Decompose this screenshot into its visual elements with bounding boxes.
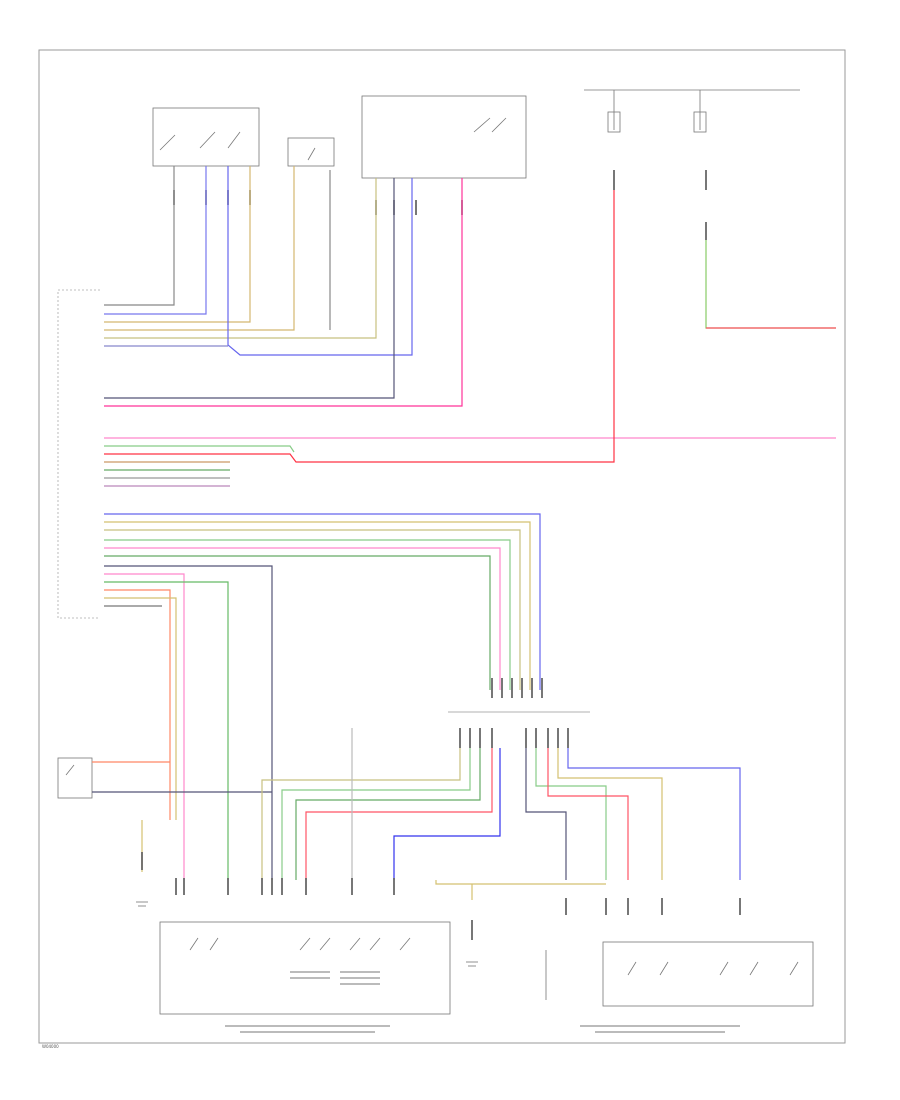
left-lock-actuator <box>159 921 451 1015</box>
wires-lower <box>141 728 741 900</box>
fuse-connectors <box>613 170 707 240</box>
wires-top <box>104 166 836 487</box>
figure-code: W04000 <box>42 1044 59 1049</box>
lower-connectors <box>141 852 741 940</box>
right-lock-actuator <box>545 941 814 1007</box>
door-ajar-wires <box>92 761 272 793</box>
top-left-switch-component <box>152 107 260 167</box>
central-locking-switch <box>287 137 335 167</box>
ground-symbols <box>136 901 478 967</box>
left-control-module-outline <box>57 289 100 619</box>
top-left-connectors <box>173 190 251 205</box>
left-actuator-labels <box>225 971 390 1033</box>
right-actuator-labels <box>580 1025 740 1033</box>
junction-connectors <box>459 678 569 748</box>
fuse-area <box>584 89 800 133</box>
top-center-module <box>361 95 527 179</box>
top-center-connectors <box>375 200 463 215</box>
wires-middle <box>104 513 541 880</box>
diagram-border <box>38 49 846 1044</box>
door-ajar-switch <box>57 757 93 799</box>
